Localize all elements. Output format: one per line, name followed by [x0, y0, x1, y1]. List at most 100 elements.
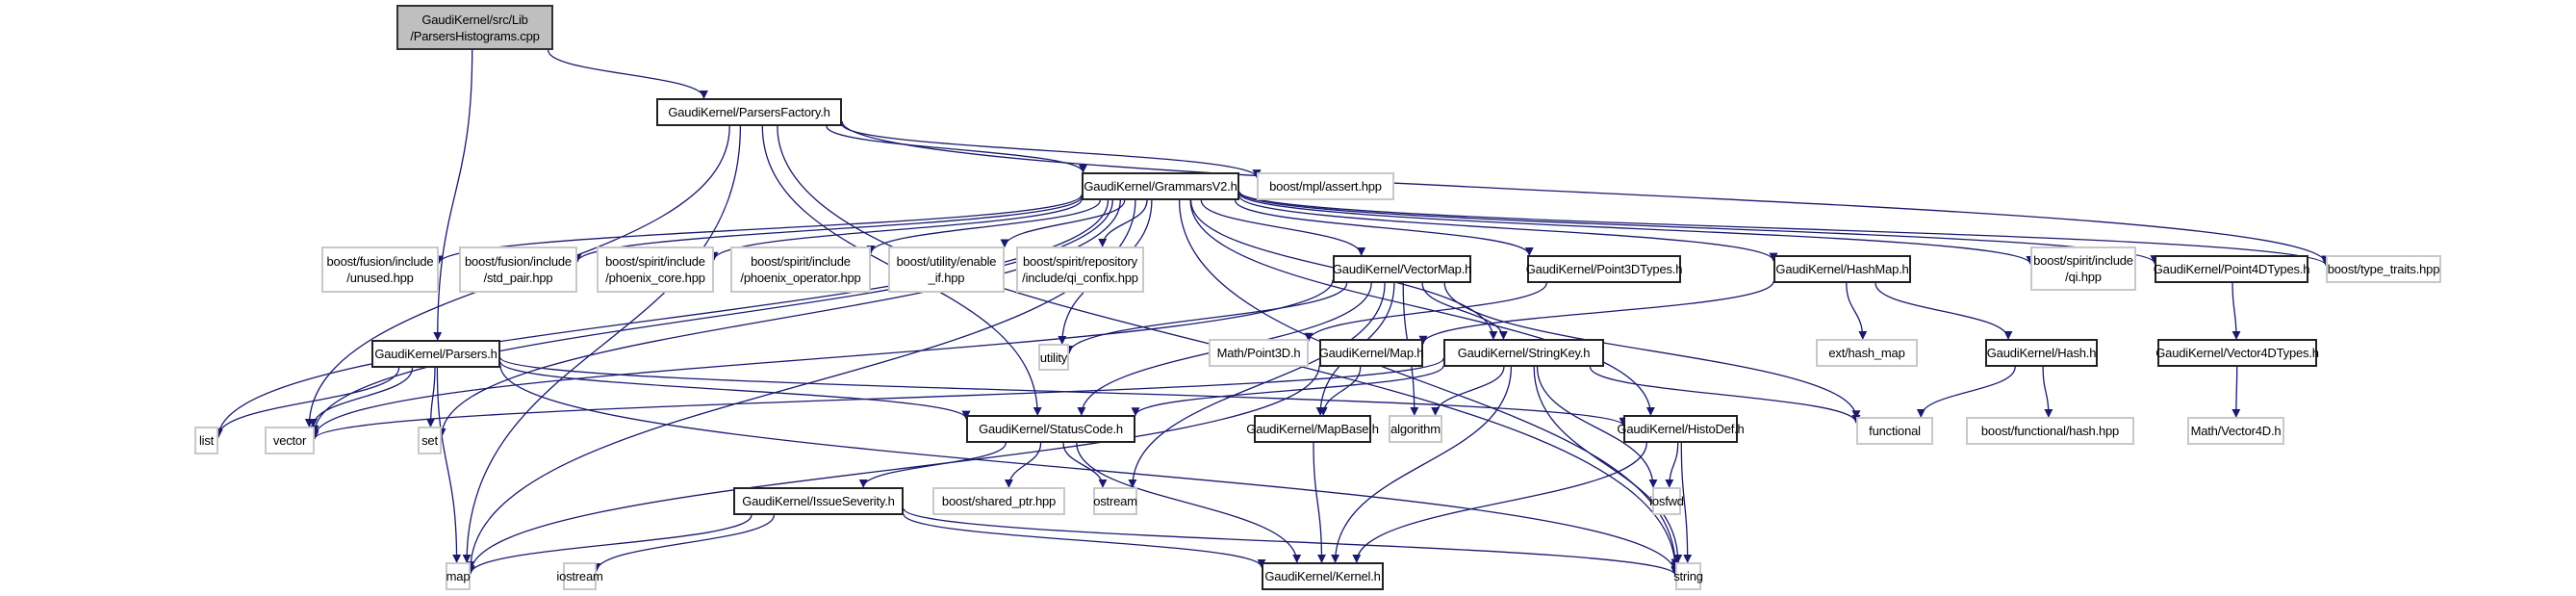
edge-point4dtypes-to-vector4dtypes — [2232, 282, 2241, 340]
node-statuscode[interactable]: GaudiKernel/StatusCode.h — [966, 415, 1135, 443]
node-point4dtypes[interactable]: GaudiKernel/Point4DTypes.h — [2154, 255, 2309, 283]
node-algorithm: algorithm — [1389, 415, 1442, 443]
edge-histodef-to-kernel — [1352, 442, 1647, 563]
node-parsersfactory[interactable]: GaudiKernel/ParsersFactory.h — [656, 98, 842, 126]
edge-parsersfactory-to-mpl-assert — [841, 123, 1262, 179]
edge-grammarsv2-to-qi-confix — [1098, 199, 1148, 247]
edge-statuscode-to-ostream — [1062, 442, 1108, 488]
node-stringkey[interactable]: GaudiKernel/StringKey.h — [1443, 339, 1604, 367]
node-mpl-assert: boost/mpl/assert.hpp — [1257, 172, 1394, 200]
node-functional-hash: boost/functional/hash.hpp — [1966, 417, 2134, 445]
edge-issueseverity-to-kernel — [903, 513, 1266, 568]
node-string: string — [1673, 562, 1703, 590]
node-shared-ptr: boost/shared_ptr.hpp — [932, 487, 1065, 515]
node-phoenix-operator: boost/spirit/include /phoenix_operator.h… — [730, 246, 871, 293]
edge-grammarsv2-to-hashmap — [1238, 195, 1778, 262]
node-functional: functional — [1856, 417, 1933, 445]
node-hashmap[interactable]: GaudiKernel/HashMap.h — [1773, 255, 1911, 283]
edge-hash-h-to-functional-hash — [2042, 366, 2053, 418]
edge-parsers-to-list — [214, 367, 400, 437]
node-map: map — [446, 562, 471, 590]
node-map-h[interactable]: GaudiKernel/Map.h — [1319, 339, 1424, 367]
edge-parsers-to-map — [436, 367, 462, 563]
edge-stringkey-to-string — [1533, 366, 1683, 563]
node-hash-h[interactable]: GaudiKernel/Hash.h — [1985, 339, 2098, 367]
node-qi-confix: boost/spirit/repository /include/qi_conf… — [1016, 246, 1144, 293]
edge-parsers-to-histodef — [499, 356, 1628, 427]
node-vector4dtypes[interactable]: GaudiKernel/Vector4DTypes.h — [2155, 339, 2319, 367]
node-qi-hpp: boost/spirit/include /qi.hpp — [2030, 246, 2136, 291]
edge-hashmap-to-hash-h — [1875, 282, 2013, 340]
node-list: list — [194, 427, 218, 454]
edge-root-to-parsers — [433, 49, 473, 341]
node-fusion-stdpair: boost/fusion/include /std_pair.hpp — [459, 246, 577, 293]
node-fusion-unused: boost/fusion/include /unused.hpp — [321, 246, 439, 293]
edge-hashmap-to-map-h — [1418, 280, 1774, 345]
edge-parsersfactory-to-map — [462, 125, 742, 563]
edge-grammarsv2-to-vectormap — [1200, 199, 1366, 256]
node-iostream: iostream — [556, 562, 603, 590]
node-ostream: ostream — [1093, 487, 1137, 515]
edge-stringkey-to-vector — [310, 357, 1444, 440]
edge-point3dtypes-to-point3d — [1304, 282, 1547, 342]
node-phoenix-core: boost/spirit/include /phoenix_core.hpp — [597, 246, 714, 293]
edge-stringkey-to-algorithm — [1431, 366, 1505, 416]
edge-grammarsv2-to-list — [214, 199, 1109, 439]
edge-grammarsv2-to-set — [437, 199, 1121, 438]
node-utility: utility — [1038, 344, 1069, 371]
edge-stringkey-to-kernel — [1331, 366, 1513, 563]
edge-grammarsv2-to-string — [1178, 199, 1680, 568]
edge-mapbase-to-kernel — [1313, 442, 1327, 563]
edge-hashmap-to-ext-hash-map — [1846, 282, 1868, 340]
edge-grammarsv2-to-phoenix-operator — [866, 199, 1101, 255]
edge-vectormap-to-stringkey — [1421, 282, 1508, 340]
edge-vectormap-to-vector — [310, 279, 1334, 438]
edge-stringkey-to-iosfwd — [1536, 366, 1658, 488]
edge-stringkey-to-functional — [1589, 366, 1861, 425]
edge-layer — [214, 49, 2331, 577]
edge-vectormap-to-functional — [1443, 282, 1861, 420]
node-root: GaudiKernel/src/Lib /ParsersHistograms.c… — [396, 5, 553, 50]
node-vectormap[interactable]: GaudiKernel/VectorMap.h — [1333, 255, 1471, 283]
edge-issueseverity-to-map — [466, 514, 752, 575]
edge-parsers-to-vector — [308, 367, 414, 428]
node-enable-if: boost/utility/enable _if.hpp — [888, 246, 1005, 293]
node-issueseverity[interactable]: GaudiKernel/IssueSeverity.h — [733, 487, 904, 515]
edge-issueseverity-to-string — [903, 507, 1680, 577]
edge-hash-h-to-functional — [1916, 366, 2016, 418]
node-point3d: Math/Point3D.h — [1209, 339, 1309, 367]
edge-parsersfactory-to-type-traits — [841, 120, 2331, 265]
edge-grammarsv2-to-vector — [310, 199, 1113, 434]
edge-parsersfactory-to-grammarsv2 — [826, 125, 1087, 173]
edge-map-h-to-map — [466, 365, 1320, 575]
node-point3dtypes[interactable]: GaudiKernel/Point3DTypes.h — [1526, 255, 1682, 283]
edge-histodef-to-string — [1680, 442, 1693, 563]
edge-map-h-to-mapbase — [1318, 366, 1362, 416]
node-iosfwd: iosfwd — [1649, 487, 1684, 515]
edge-stringkey-to-statuscode — [1131, 365, 1444, 417]
edge-statuscode-to-shared-ptr — [1004, 442, 1042, 488]
edge-grammarsv2-to-point3dtypes — [1235, 199, 1534, 256]
node-kernel[interactable]: GaudiKernel/Kernel.h — [1262, 562, 1384, 590]
node-vector: vector — [265, 427, 315, 454]
node-set: set — [418, 427, 442, 454]
edge-statuscode-to-issueseverity — [858, 442, 1007, 488]
node-type-traits: boost/type_traits.hpp — [2326, 255, 2441, 283]
edge-root-to-parsersfactory — [547, 49, 708, 99]
edge-vectormap-to-utility — [1064, 282, 1348, 354]
edge-parsers-to-string — [499, 365, 1680, 576]
node-mapbase[interactable]: GaudiKernel/MapBase.h — [1246, 415, 1379, 443]
edge-grammarsv2-to-type-traits — [1238, 191, 2331, 267]
edge-vector4dtypes-to-vector4d — [2232, 366, 2241, 418]
node-grammarsv2[interactable]: GaudiKernel/GrammarsV2.h — [1082, 172, 1239, 200]
edge-histodef-to-iosfwd — [1665, 442, 1679, 488]
edge-grammarsv2-to-qi-hpp — [1238, 193, 2035, 266]
node-vector4d: Math/Vector4D.h — [2187, 417, 2284, 445]
node-parsers[interactable]: GaudiKernel/Parsers.h — [371, 340, 500, 368]
node-ext-hash-map: ext/hash_map — [1816, 339, 1918, 367]
edge-grammarsv2-to-histodef — [1189, 199, 1655, 416]
node-histodef[interactable]: GaudiKernel/HistoDef.h — [1617, 415, 1745, 443]
edge-parsers-to-statuscode — [499, 361, 971, 420]
edge-parsers-to-set — [425, 367, 436, 428]
